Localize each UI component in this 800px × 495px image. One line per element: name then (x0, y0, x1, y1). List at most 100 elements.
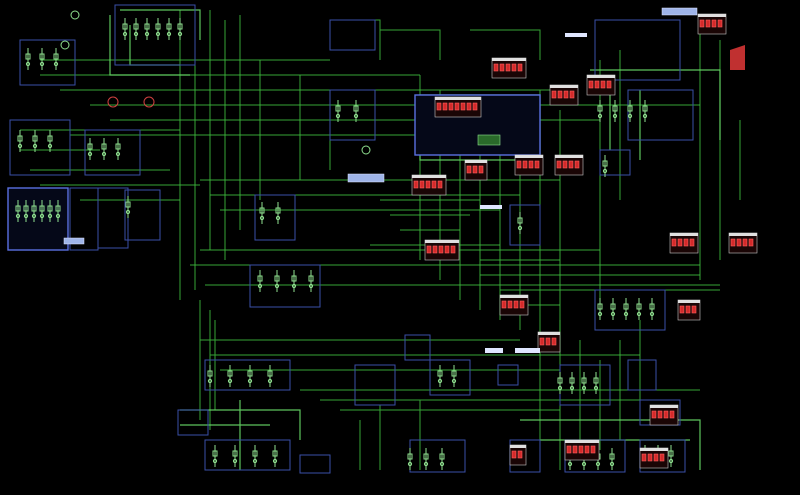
panel[interactable] (124, 189, 161, 241)
label-box[interactable] (347, 173, 385, 183)
alarm-block[interactable] (509, 444, 527, 466)
breaker-icon[interactable] (47, 200, 53, 222)
breaker-icon[interactable] (423, 448, 429, 470)
breaker-icon[interactable] (597, 100, 603, 122)
panel[interactable] (9, 119, 71, 176)
breaker-icon[interactable] (166, 18, 172, 40)
breaker-icon[interactable] (232, 445, 238, 467)
alarm-block[interactable] (586, 74, 616, 96)
alarm-block[interactable] (411, 174, 447, 196)
alarm-block[interactable] (499, 294, 529, 316)
breaker-icon[interactable] (252, 445, 258, 467)
alarm-block[interactable] (549, 84, 579, 106)
breaker-icon[interactable] (610, 298, 616, 320)
label-box[interactable] (565, 33, 587, 37)
breaker-icon[interactable] (122, 18, 128, 40)
label-box[interactable] (515, 348, 540, 353)
breaker-icon[interactable] (39, 200, 45, 222)
breaker-icon[interactable] (17, 130, 23, 152)
panel[interactable] (599, 149, 631, 176)
breaker-icon[interactable] (649, 298, 655, 320)
breaker-icon[interactable] (87, 138, 93, 160)
breaker-icon[interactable] (53, 48, 59, 70)
breaker-icon[interactable] (602, 155, 608, 177)
panel[interactable] (409, 439, 466, 473)
label-box[interactable] (661, 7, 698, 16)
alarm-block[interactable] (491, 57, 527, 79)
breaker-icon[interactable] (581, 372, 587, 394)
breaker-icon[interactable] (207, 365, 213, 387)
breaker-icon[interactable] (642, 100, 648, 122)
alarm-block[interactable] (464, 159, 488, 181)
panel[interactable] (84, 129, 141, 176)
alarm-block[interactable] (728, 232, 758, 254)
breaker-icon[interactable] (623, 298, 629, 320)
alarm-block[interactable] (649, 404, 679, 426)
breaker-icon[interactable] (451, 365, 457, 387)
breaker-icon[interactable] (155, 18, 161, 40)
generator-icon[interactable] (143, 96, 155, 108)
panel[interactable] (204, 439, 291, 471)
panel[interactable] (114, 4, 196, 66)
alarm-block[interactable] (669, 232, 699, 254)
breaker-icon[interactable] (15, 200, 21, 222)
breaker-icon[interactable] (407, 448, 413, 470)
alarm-block[interactable] (564, 439, 600, 461)
breaker-icon[interactable] (247, 365, 253, 387)
alarm-block[interactable] (514, 154, 544, 176)
panel[interactable] (559, 364, 611, 406)
breaker-icon[interactable] (25, 48, 31, 70)
panel[interactable] (249, 264, 321, 308)
breaker-icon[interactable] (517, 212, 523, 234)
breaker-icon[interactable] (668, 445, 674, 467)
breaker-icon[interactable] (609, 448, 615, 470)
breaker-icon[interactable] (308, 270, 314, 292)
breaker-icon[interactable] (115, 138, 121, 160)
panel[interactable] (329, 89, 376, 141)
breaker-icon[interactable] (144, 18, 150, 40)
panel[interactable] (204, 359, 291, 391)
breaker-icon[interactable] (439, 448, 445, 470)
transformer-icon[interactable] (361, 145, 371, 155)
breaker-icon[interactable] (353, 100, 359, 122)
breaker-icon[interactable] (557, 372, 563, 394)
alarm-block[interactable] (554, 154, 584, 176)
panel[interactable] (19, 39, 76, 86)
transformer-icon[interactable] (70, 10, 80, 20)
alarm-block[interactable] (537, 331, 561, 353)
breaker-icon[interactable] (335, 100, 341, 122)
breaker-icon[interactable] (257, 270, 263, 292)
breaker-icon[interactable] (212, 445, 218, 467)
breaker-icon[interactable] (47, 130, 53, 152)
breaker-icon[interactable] (177, 18, 183, 40)
breaker-icon[interactable] (23, 200, 29, 222)
transformer-icon[interactable] (60, 40, 70, 50)
alarm-block[interactable] (424, 239, 460, 261)
breaker-icon[interactable] (272, 445, 278, 467)
panel[interactable] (329, 19, 376, 51)
panel[interactable] (7, 187, 69, 251)
label-box[interactable] (63, 237, 85, 245)
panel[interactable] (97, 187, 129, 249)
panel[interactable] (627, 359, 657, 391)
breaker-icon[interactable] (133, 18, 139, 40)
label-box[interactable] (480, 205, 502, 209)
breaker-icon[interactable] (569, 372, 575, 394)
breaker-icon[interactable] (101, 138, 107, 160)
alarm-block[interactable] (434, 96, 482, 118)
breaker-icon[interactable] (125, 196, 131, 218)
breaker-icon[interactable] (32, 130, 38, 152)
breaker-icon[interactable] (275, 202, 281, 224)
panel[interactable] (497, 364, 519, 386)
breaker-icon[interactable] (612, 100, 618, 122)
panel[interactable] (354, 364, 396, 406)
panel[interactable] (254, 194, 296, 241)
breaker-icon[interactable] (259, 202, 265, 224)
alarm-block[interactable] (639, 447, 669, 469)
label-box[interactable] (485, 348, 503, 353)
generator-icon[interactable] (107, 96, 119, 108)
alarm-block[interactable] (697, 13, 727, 35)
panel[interactable] (429, 359, 471, 396)
panel[interactable] (177, 409, 209, 436)
